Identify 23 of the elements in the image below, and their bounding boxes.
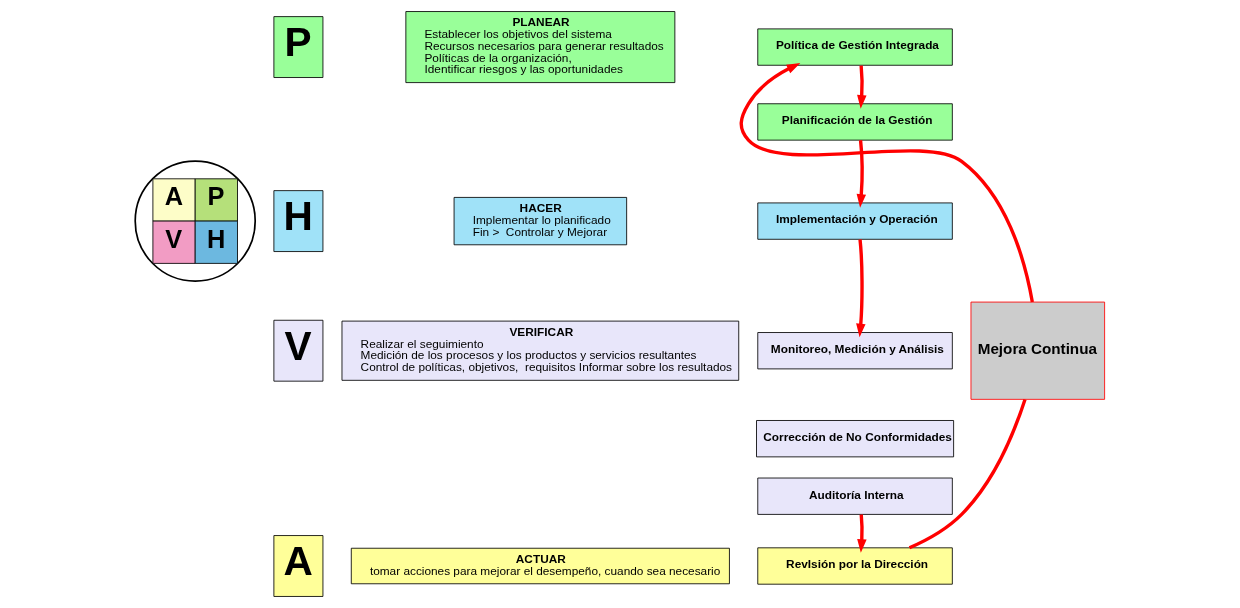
arrow (856, 239, 866, 338)
node-box: PLANEAR Establecer los objetivos del sistema Recursos necesarios para generar resultados Políticas de la organización, Identificar riesgos y las oportunidades (405, 11, 676, 84)
node-box: ACTUAR tomar acciones para mejorar el desempeño, cuando sea necesario (350, 547, 730, 585)
node-box: P (273, 16, 324, 78)
arrow (739, 63, 1034, 303)
node-box: A (273, 535, 324, 597)
node-box: Corrección de No Conformidades (756, 420, 955, 458)
arrow (857, 65, 867, 109)
node-box: HACER Implementar lo planificado Fin > Controlar y Mejorar (453, 197, 628, 246)
arrow (857, 514, 867, 553)
node-box: Política de Gestión Integrada (757, 28, 953, 66)
node-box: Implementación y Operación (757, 202, 953, 240)
node-box: RevIsión por la Dirección (757, 547, 953, 585)
arrow (856, 140, 867, 208)
node-box: VERIFICAR Realizar el seguimiento Medición de los procesos y los productos y servicios resultantes Control de políticas, objetivos, requisitos Informar sobre los resultados (341, 320, 740, 381)
connector (908, 398, 1027, 550)
node-box: V (273, 319, 324, 382)
node-box: Monitoreo, Medición y Análisis (757, 332, 953, 370)
node-circle: A P V H (134, 160, 257, 282)
node-box: Auditoría Interna (757, 477, 953, 515)
node-box: Planificación de la Gestión (757, 103, 953, 141)
node-box: H (273, 190, 324, 252)
node-box: Mejora Continua (970, 301, 1106, 400)
